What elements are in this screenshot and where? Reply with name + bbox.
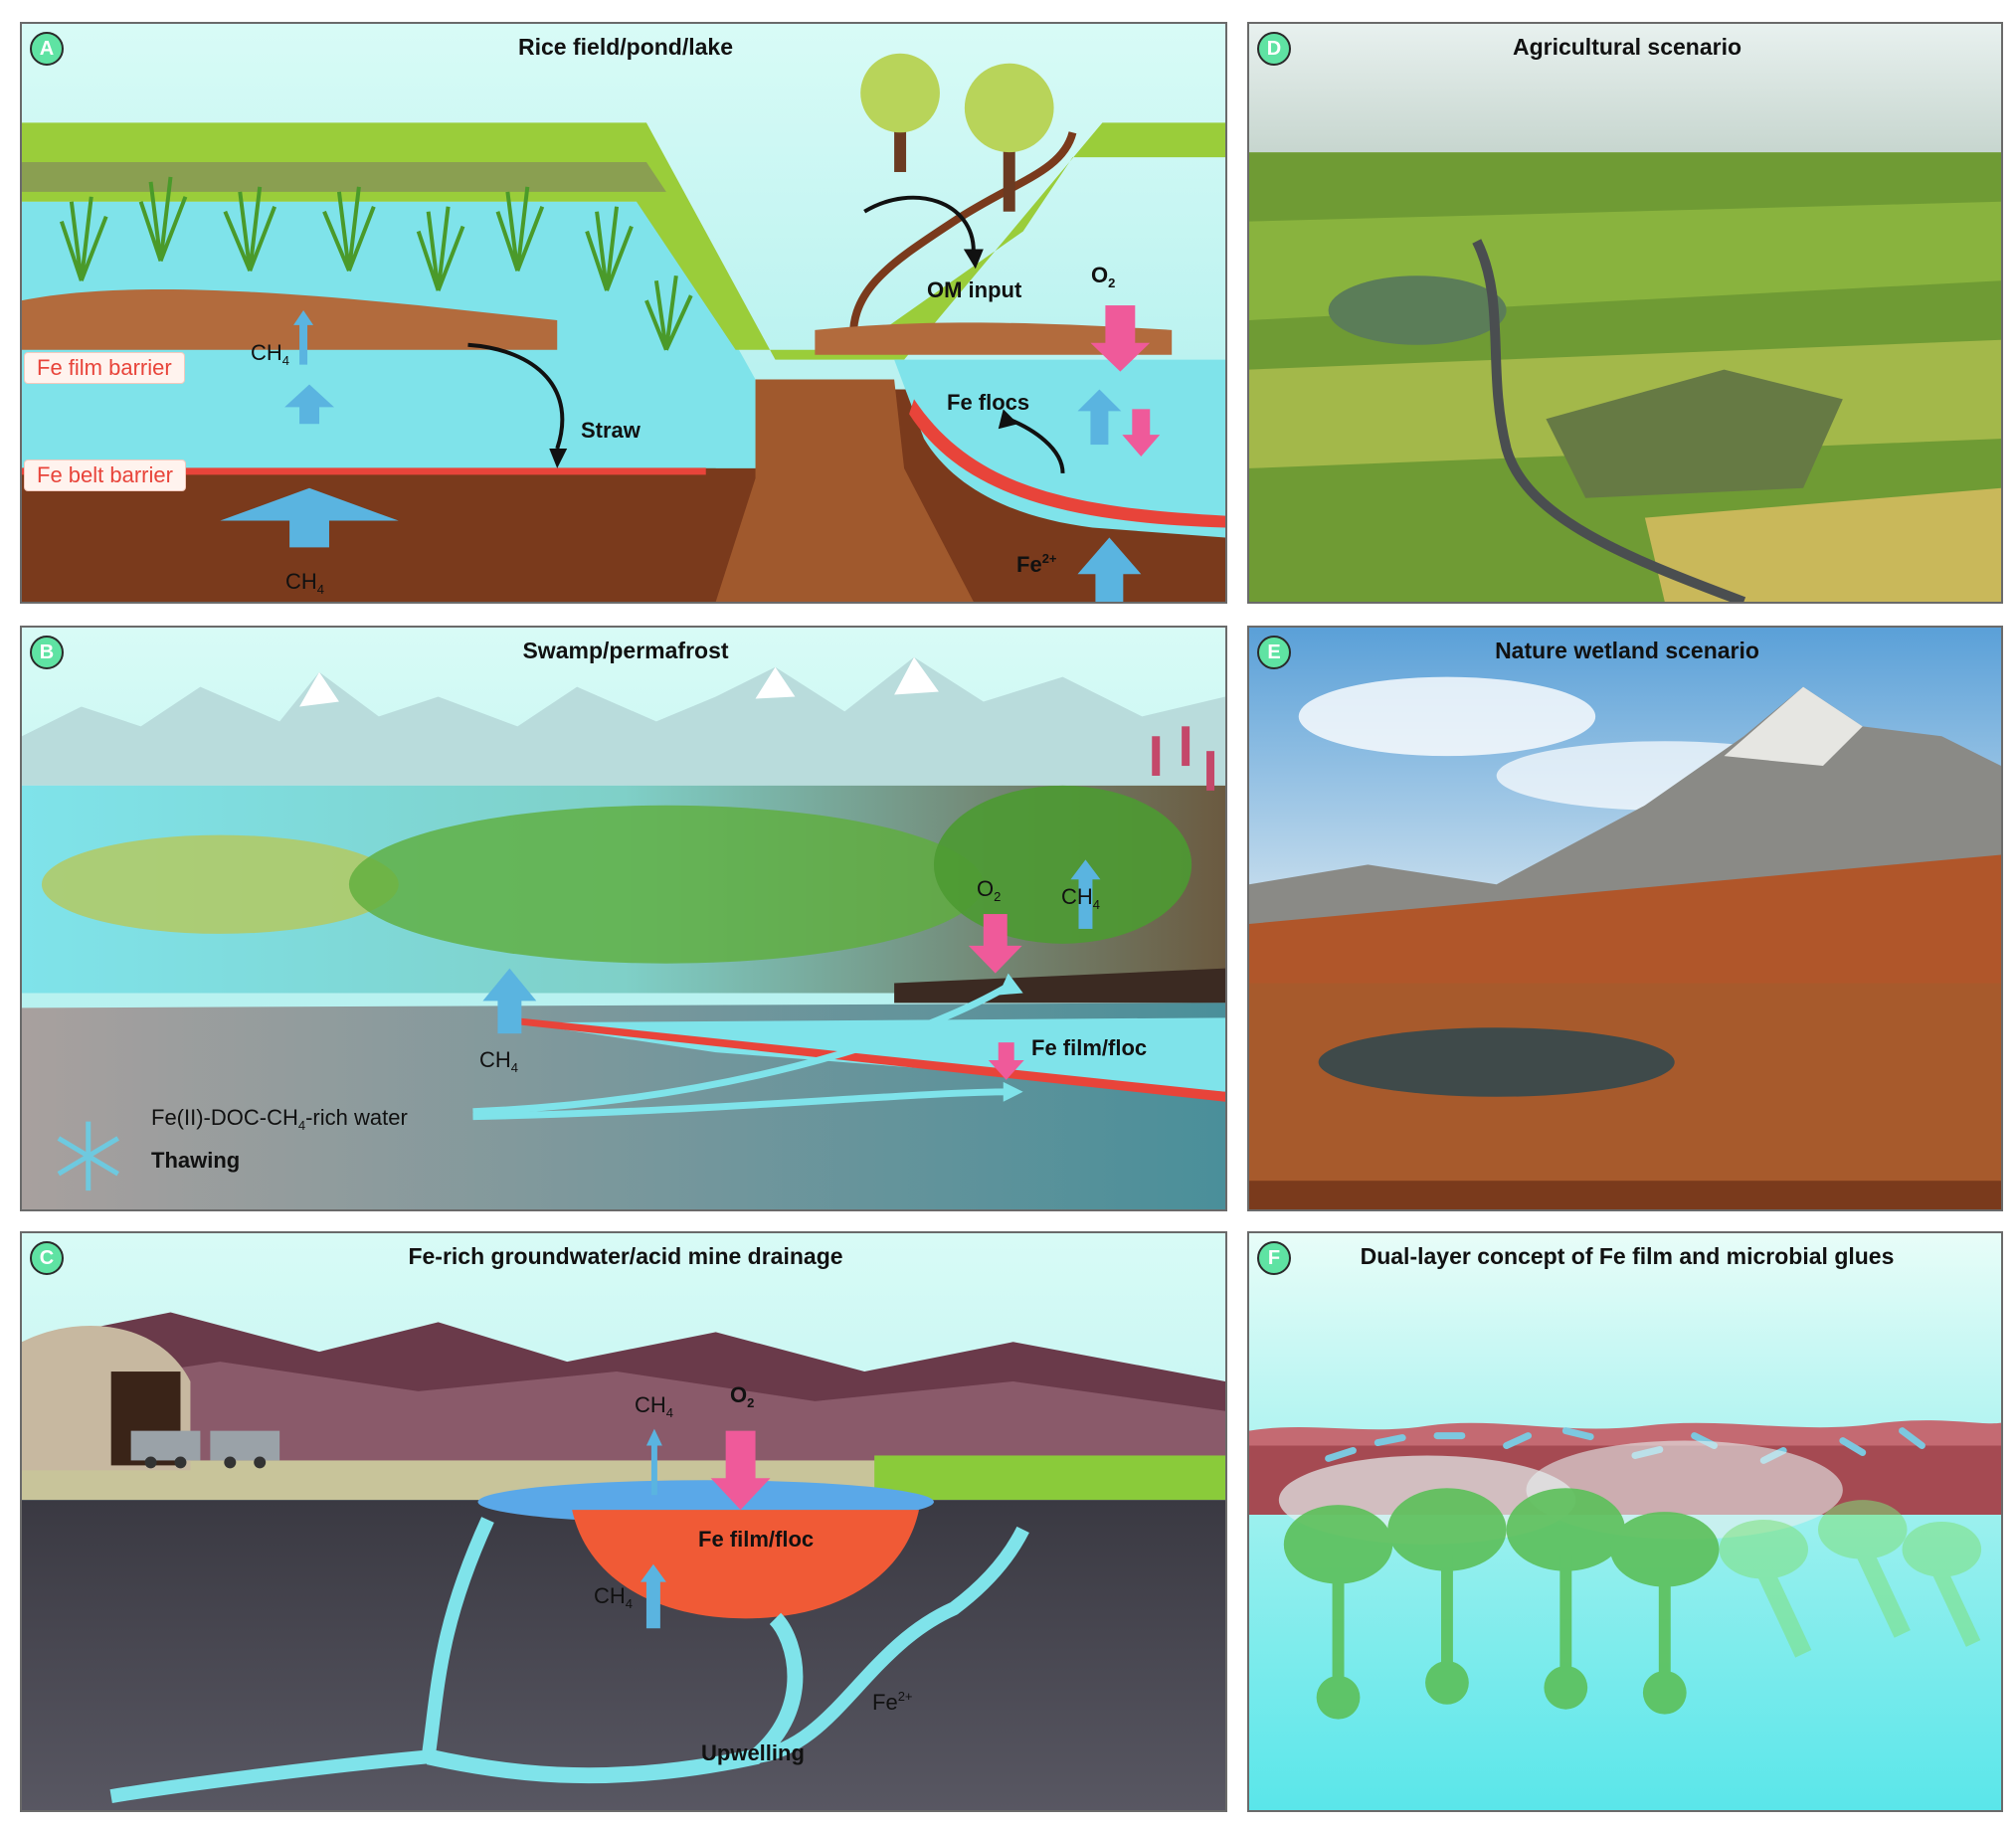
fe2plus-label-a: Fe2+: [1016, 551, 1057, 577]
o2-label-a: O2: [1091, 263, 1116, 290]
om-input-label: OM input: [927, 277, 1022, 302]
ch4-left-label-b: CH4: [479, 1047, 519, 1075]
tree-icon: [860, 53, 1054, 212]
upwelling-label: Upwelling: [701, 1740, 805, 1765]
panel-f-dual-layer: F Dual-layer concept of Fe film and micr…: [1247, 1231, 2003, 1812]
wetland-photo: [1249, 628, 2001, 1209]
panel-c-badge: C: [30, 1241, 64, 1275]
dual-layer-illustration: [1249, 1233, 2001, 1810]
agricultural-photo: [1249, 24, 2001, 602]
o2-label-c: O2: [730, 1382, 755, 1410]
panel-a-rice-field: A Rice field/pond/lake Fe film barrier F…: [20, 22, 1227, 604]
fe-flocs-label: Fe flocs: [947, 390, 1030, 415]
ch4-right-label-b: CH4: [1061, 884, 1101, 912]
panel-f-title: Dual-layer concept of Fe film and microb…: [1360, 1243, 1895, 1269]
ch4-bottom-label-c: CH4: [594, 1583, 634, 1611]
panel-c-groundwater: C Fe-rich groundwater/acid mine drainage…: [20, 1231, 1227, 1812]
ch4-bottom-label: CH4: [285, 569, 325, 597]
panel-b-badge: B: [30, 636, 64, 669]
panel-b-swamp: B Swamp/permafrost O2 CH4 CH4 Fe film/fl…: [20, 626, 1227, 1211]
ch4-top-label-c: CH4: [635, 1392, 674, 1420]
thawing-label: Thawing: [151, 1148, 241, 1173]
o2-label-b: O2: [977, 876, 1002, 904]
panel-a-title: Rice field/pond/lake: [518, 34, 733, 60]
panel-f-badge: F: [1257, 1241, 1291, 1275]
ch4-small-label: CH4: [251, 340, 290, 368]
fe2plus-label-c: Fe2+: [872, 1689, 913, 1715]
panel-d-title: Agricultural scenario: [1512, 34, 1742, 60]
panel-b-illustration: [22, 628, 1225, 1209]
fe-film-barrier-label: Fe film barrier: [24, 352, 185, 384]
panel-d-badge: D: [1257, 32, 1291, 66]
rice-plant-icon: [59, 176, 693, 351]
fe-belt-barrier-label: Fe belt barrier: [24, 459, 186, 491]
panel-c-illustration: [22, 1233, 1225, 1810]
panel-e-badge: E: [1257, 636, 1291, 669]
water-description-label: Fe(II)-DOC-CH4-rich water: [151, 1105, 408, 1133]
fe-film-floc-label-c: Fe film/floc: [698, 1527, 815, 1552]
panel-e-wetland-photo: E Nature wetland scenario: [1247, 626, 2003, 1211]
cattail-icon: [1152, 726, 1215, 791]
mine-cart-icon: [130, 1430, 280, 1469]
straw-label: Straw: [581, 418, 641, 443]
fe-film-floc-label-b: Fe film/floc: [1031, 1035, 1148, 1060]
panel-d-agricultural-photo: D Agricultural scenario: [1247, 22, 2003, 604]
microbe-icon: [1283, 1488, 1720, 1720]
panel-c-title: Fe-rich groundwater/acid mine drainage: [408, 1243, 843, 1269]
panel-a-badge: A: [30, 32, 64, 66]
snowflake-icon: [57, 1121, 119, 1191]
panel-a-illustration: [22, 24, 1225, 602]
panel-e-title: Nature wetland scenario: [1495, 638, 1759, 663]
panel-b-title: Swamp/permafrost: [522, 638, 729, 663]
